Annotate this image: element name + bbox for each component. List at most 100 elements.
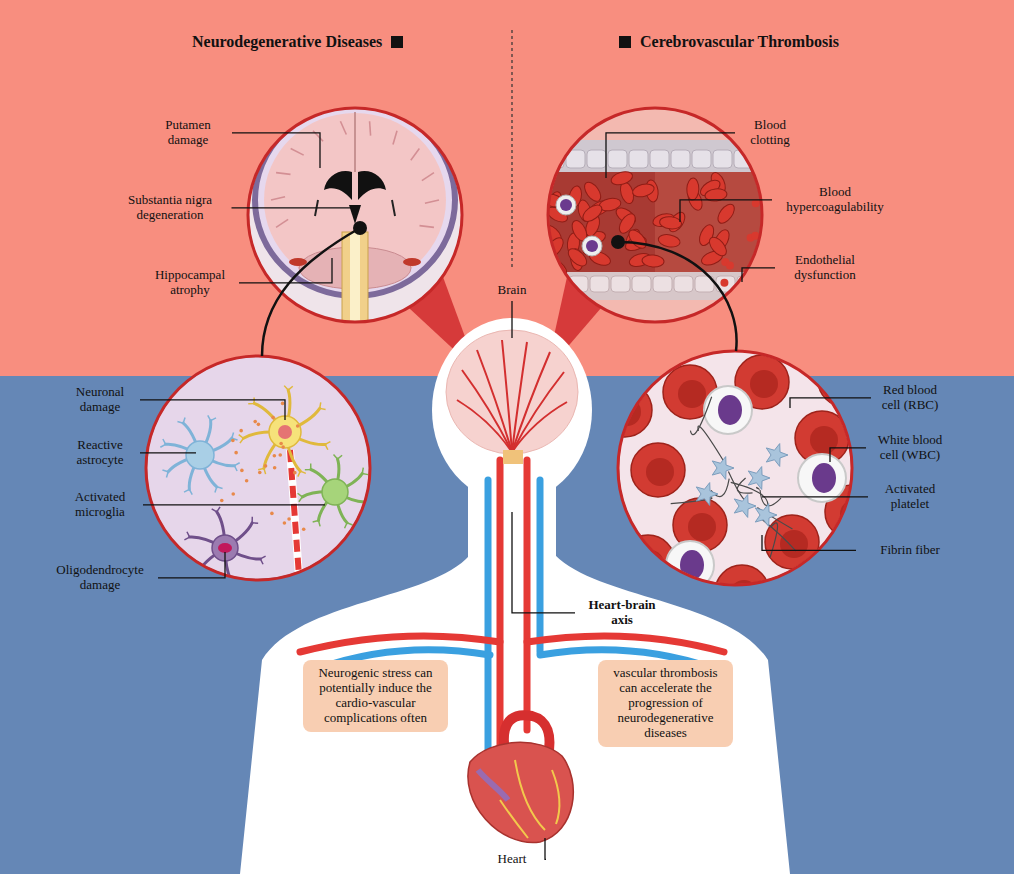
neural-cells-view bbox=[239, 435, 244, 444]
blood-cells-view bbox=[798, 454, 846, 502]
neural-cells-view bbox=[260, 556, 265, 564]
vessel-clot-view bbox=[715, 201, 738, 226]
leader-line bbox=[545, 838, 546, 859]
blood-cells-view bbox=[770, 523, 777, 558]
leader-line bbox=[830, 448, 866, 462]
human-silhouette bbox=[446, 330, 578, 454]
neural-cells-view bbox=[252, 517, 258, 523]
blood-cells-view bbox=[718, 395, 742, 425]
vessel-clot-view bbox=[756, 282, 764, 290]
part-label: Heart-brain axis bbox=[579, 598, 665, 628]
part-label: Putamen damage bbox=[148, 118, 228, 148]
blood-vessels bbox=[497, 460, 504, 760]
vessel-clot-view bbox=[586, 240, 598, 252]
neural-cells-view bbox=[281, 402, 285, 406]
part-label: Blood clotting bbox=[739, 118, 801, 148]
blood-cells-view bbox=[755, 504, 777, 527]
neural-cells-view bbox=[298, 493, 303, 502]
vessel-clot-view bbox=[632, 276, 651, 292]
heading-square bbox=[619, 36, 631, 48]
blood-vessels bbox=[537, 480, 544, 652]
neural-cells-view bbox=[367, 499, 372, 507]
leader-line bbox=[762, 535, 856, 550]
neural-cells-view bbox=[218, 543, 232, 553]
vessel-clot-view bbox=[548, 108, 762, 322]
blood-cells-view bbox=[780, 530, 808, 558]
blood-vessels bbox=[300, 636, 500, 652]
neural-cells-view bbox=[273, 454, 277, 458]
blood-cells-view bbox=[636, 550, 664, 578]
neural-cells-view bbox=[184, 489, 192, 494]
blood-cells-view bbox=[712, 457, 734, 480]
neural-cells-view bbox=[145, 355, 375, 590]
neural-cells-view bbox=[264, 464, 268, 468]
cerebral-vessels bbox=[457, 400, 512, 452]
connecting-arc bbox=[262, 228, 737, 356]
blood-cells-view bbox=[818, 353, 872, 407]
brain-section-view bbox=[248, 108, 462, 322]
neural-cells-view bbox=[293, 471, 297, 475]
neural-cells-view bbox=[273, 466, 277, 470]
note-box: vascular thrombosis can accelerate the p… bbox=[598, 660, 733, 747]
part-label: Oligodendrocyte damage bbox=[46, 563, 154, 593]
vessel-clot-view bbox=[545, 172, 765, 272]
blood-cells-view bbox=[756, 487, 759, 489]
neural-cells-view bbox=[298, 471, 306, 476]
part-label: Brain bbox=[482, 283, 542, 298]
brain-section-view bbox=[419, 226, 433, 228]
neural-cells-view bbox=[245, 479, 249, 483]
neural-cells-view bbox=[239, 429, 243, 433]
neural-cells-view bbox=[160, 439, 165, 447]
blood-vessels bbox=[485, 480, 492, 770]
neural-cells-view bbox=[258, 471, 262, 475]
leader-line bbox=[158, 552, 225, 578]
vessel-clot-view bbox=[545, 140, 765, 172]
vessel-clot-view bbox=[686, 178, 699, 200]
cerebral-vessels bbox=[502, 340, 512, 452]
neural-cells-view bbox=[208, 415, 216, 420]
neural-cells-view bbox=[186, 441, 214, 469]
neural-cells-view bbox=[162, 470, 168, 478]
neural-cells-view bbox=[287, 517, 291, 521]
part-label: Heart bbox=[482, 852, 542, 867]
vessel-clot-view bbox=[629, 150, 648, 168]
neural-cells-view bbox=[313, 521, 320, 527]
leader-line bbox=[232, 207, 353, 208]
blood-cells-view bbox=[698, 426, 723, 460]
part-label: White blood cell (WBC) bbox=[870, 433, 950, 463]
divider bbox=[511, 30, 512, 268]
cerebral-vessels bbox=[512, 372, 564, 452]
neural-cells-view bbox=[258, 468, 265, 474]
neural-cells-view bbox=[184, 532, 189, 540]
brain-section-view bbox=[425, 200, 439, 203]
section-heading: Cerebrovascular Thrombosis bbox=[640, 33, 839, 51]
neural-cells-view bbox=[230, 584, 238, 589]
vessel-clot-view bbox=[608, 150, 627, 168]
leader-line bbox=[606, 133, 735, 178]
vessel-clot-view bbox=[580, 202, 605, 225]
vessel-clot-view bbox=[548, 276, 567, 292]
heart bbox=[515, 760, 545, 830]
heart bbox=[478, 770, 508, 800]
neural-cells-view bbox=[145, 355, 375, 585]
neural-cells-view bbox=[305, 464, 311, 470]
brain-section-view bbox=[240, 100, 470, 332]
leader-line bbox=[742, 268, 775, 282]
connecting-arc bbox=[618, 242, 737, 351]
neural-cells-view bbox=[177, 417, 185, 423]
brain-section-view bbox=[342, 232, 368, 332]
blood-cells-view bbox=[766, 444, 788, 467]
part-label: Hippocampal atrophy bbox=[145, 268, 235, 298]
neural-cells-view bbox=[281, 445, 285, 449]
brain-section-view bbox=[358, 171, 386, 200]
neural-cells-view bbox=[302, 527, 306, 531]
neural-cells-view bbox=[146, 356, 370, 580]
brain-section-view bbox=[393, 131, 397, 145]
brain-section-view bbox=[271, 197, 285, 200]
neural-cells-view bbox=[284, 386, 293, 390]
leader-line bbox=[512, 512, 575, 613]
vessel-clot-view bbox=[726, 261, 734, 269]
